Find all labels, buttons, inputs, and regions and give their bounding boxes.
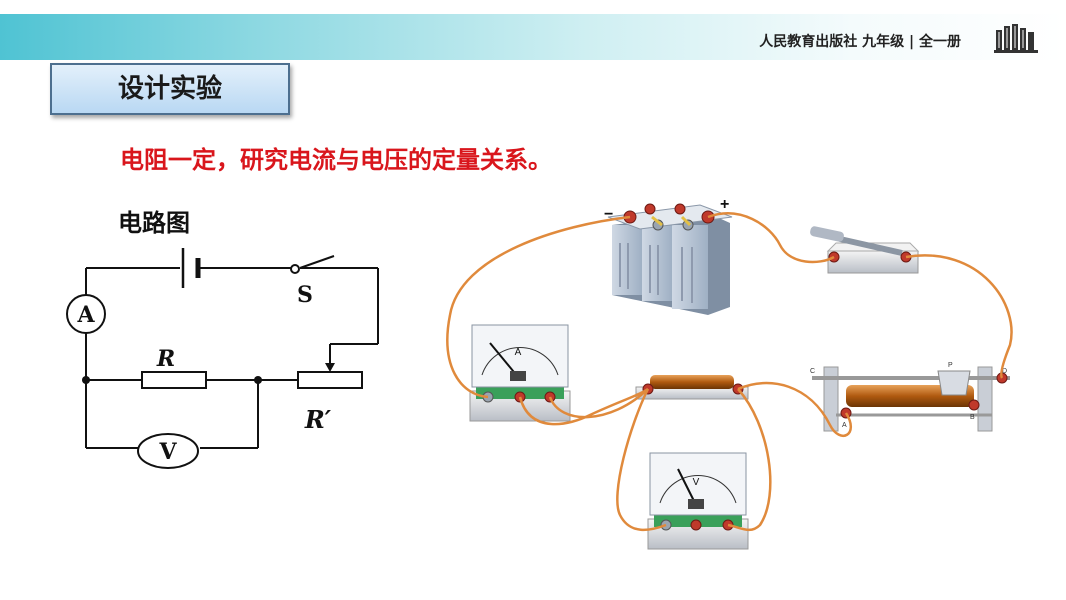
apparatus-illustration: − + A bbox=[446, 196, 1013, 550]
section-title: 设计实验 bbox=[117, 74, 222, 104]
ammeter-symbol bbox=[66, 294, 106, 334]
circuit-diagram-title: 电路图 bbox=[118, 209, 190, 237]
voltmeter-symbol bbox=[137, 433, 199, 469]
rheostat-terminal-d: D bbox=[1002, 368, 1007, 375]
experiment-subtitle: 电阻一定，研究电流与电压的定量关系。 bbox=[120, 146, 552, 174]
header-banner bbox=[0, 14, 1066, 60]
publisher-text: 人民教育出版社 九年级 | 全一册 bbox=[759, 34, 961, 50]
section-title-box: 设计实验 bbox=[50, 63, 290, 115]
battery-minus-label: − bbox=[604, 206, 613, 223]
junction-right bbox=[254, 376, 262, 384]
voltmeter-device: V bbox=[647, 452, 749, 550]
connecting-wires bbox=[446, 212, 1013, 532]
knife-switch bbox=[810, 226, 920, 274]
rheostat-terminal-c: C bbox=[810, 368, 815, 375]
ammeter-unit-label: A bbox=[515, 347, 522, 358]
switch-pivot bbox=[290, 264, 300, 274]
battery-pack: − + bbox=[604, 196, 733, 315]
junction-left bbox=[82, 376, 90, 384]
ammeter-label: A bbox=[76, 302, 95, 328]
sliding-rheostat: C D A B P bbox=[810, 362, 1010, 432]
rheostat-terminal-a: A bbox=[842, 422, 847, 429]
rheostat-label: R′ bbox=[304, 405, 332, 434]
fixed-resistor bbox=[635, 375, 749, 400]
resistor-label: R bbox=[156, 346, 175, 372]
battery-plus-label: + bbox=[720, 196, 729, 213]
voltmeter-unit-label: V bbox=[693, 477, 700, 488]
rheostat-terminal-b: B bbox=[970, 414, 975, 421]
books-logo-icon bbox=[994, 24, 1038, 53]
rheostat-slider-arrow bbox=[325, 363, 335, 372]
rheostat-terminal-p: P bbox=[948, 362, 953, 369]
circuit-diagram: A V S R R′ bbox=[66, 248, 379, 469]
switch-label: S bbox=[297, 282, 313, 308]
voltmeter-label: V bbox=[158, 439, 177, 465]
